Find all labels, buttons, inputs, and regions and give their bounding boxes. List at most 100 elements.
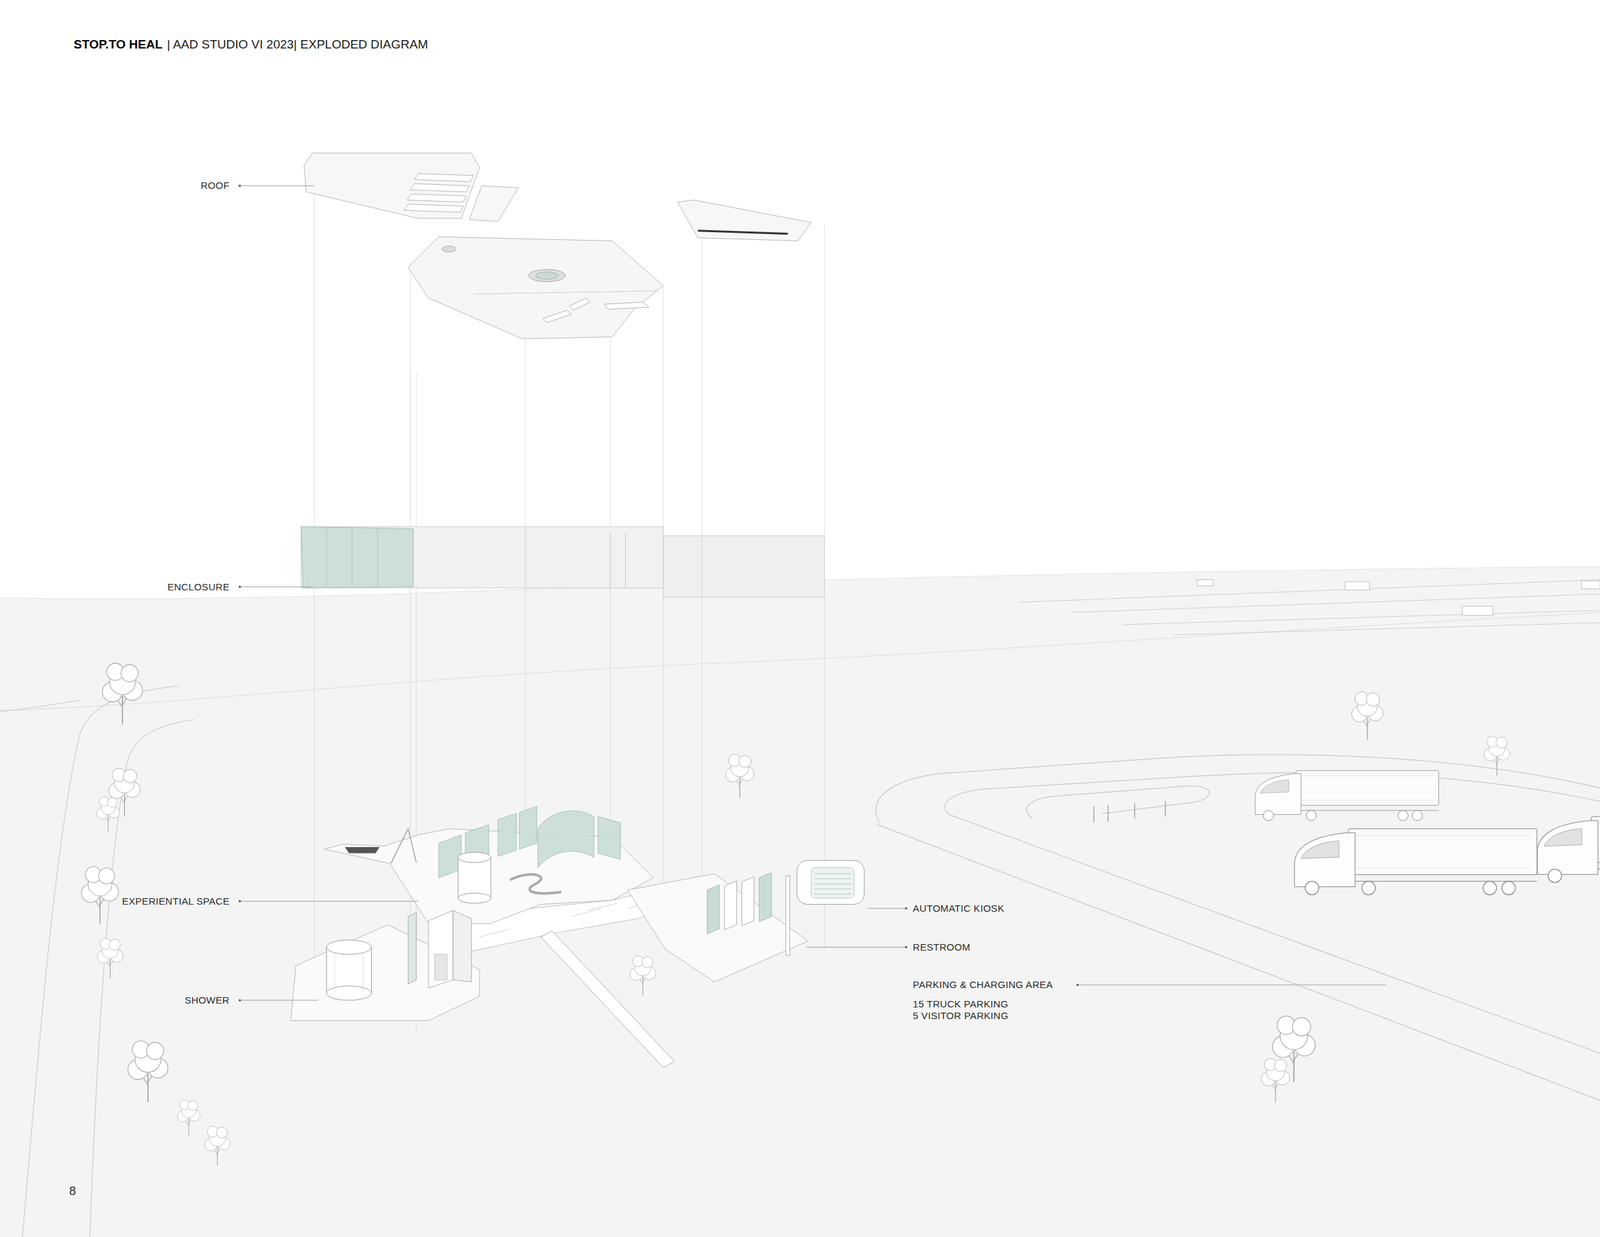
part-label: AUTOMATIC KIOSK — [910, 901, 1006, 915]
label-holder: SHOWER — [182, 993, 232, 1007]
trees-part — [1261, 1058, 1290, 1103]
roof-right-part — [677, 199, 812, 241]
roof-middle-part — [569, 298, 591, 311]
roof-left-part — [303, 153, 480, 219]
leader-lines-part — [239, 185, 315, 187]
parking-road-part — [875, 754, 1600, 823]
part-label: ENCLOSURE — [165, 580, 232, 594]
leader-lines-part — [238, 899, 241, 902]
charging-posts — [1093, 800, 1165, 823]
leader-lines-part — [238, 585, 241, 588]
label-holder: RESTROOM — [910, 940, 973, 954]
page-subtitle: | AAD STUDIO VI 2023| EXPLODED DIAGRAM — [166, 37, 428, 52]
trees-part — [204, 1125, 231, 1165]
roof-middle-part — [535, 272, 559, 280]
enclosure-part — [701, 535, 703, 598]
left-road — [0, 685, 194, 1237]
restroom-part — [707, 885, 720, 935]
restroom-part — [724, 880, 737, 930]
charging-posts-part — [1133, 802, 1136, 819]
experiential-space-part — [438, 834, 462, 878]
label-holder: 8 — [67, 1183, 79, 1200]
walkway-part — [541, 930, 675, 1068]
leader-lines-part — [905, 945, 907, 948]
part-label: ROOF — [198, 179, 232, 192]
distant-trucks — [1197, 579, 1600, 616]
experiential-space-part — [458, 892, 492, 904]
experiential-space-part — [497, 813, 516, 856]
shower-part — [434, 954, 447, 980]
truck — [1254, 770, 1439, 821]
trees-part — [97, 938, 124, 978]
parking-road — [875, 754, 1600, 1101]
roof-left-part — [414, 173, 474, 182]
part-label: PARKING & CHARGING AREA — [910, 978, 1056, 992]
page-title: STOP.TO HEAL — [73, 37, 163, 52]
scene — [0, 153, 1600, 1237]
restroom-part — [627, 873, 809, 982]
roof-left-part — [469, 185, 519, 222]
leader-lines-part — [806, 946, 907, 948]
experiential-space — [324, 806, 653, 924]
enclosure-part — [524, 526, 526, 588]
restroom-part — [758, 872, 772, 922]
projection-lines-part — [409, 263, 411, 1010]
experiential-space-part — [345, 846, 381, 853]
charging-posts-part — [1107, 804, 1109, 822]
restroom — [627, 872, 809, 982]
leader-lines-part — [239, 999, 319, 1001]
roof-left-part — [404, 204, 464, 213]
automatic-kiosk-part — [814, 873, 852, 875]
highway-part — [1122, 610, 1600, 625]
distant-trucks-part — [1462, 606, 1493, 616]
highway-part — [1020, 579, 1600, 603]
trees-part — [96, 796, 120, 832]
parking-count-note: 15 TRUCK PARKING 5 VISITOR PARKING — [910, 997, 1034, 1023]
shower-part — [334, 952, 335, 993]
leader-lines-part — [905, 906, 907, 909]
automatic-kiosk-part — [814, 888, 852, 889]
shower-part — [326, 985, 372, 1001]
projection-lines — [314, 163, 825, 1032]
trees-part — [102, 663, 143, 725]
roof-middle-part — [543, 310, 572, 323]
walkway-part — [479, 928, 511, 937]
trees — [81, 663, 1511, 1166]
leader-lines-part — [239, 900, 419, 902]
enclosure-part — [377, 528, 379, 587]
label-holder: ROOF — [198, 179, 232, 192]
trees-part — [177, 1099, 200, 1135]
highway-part — [1173, 622, 1600, 635]
page-number: 8 — [67, 1183, 79, 1200]
leader-lines-part — [1076, 983, 1079, 986]
shower-part — [453, 910, 472, 982]
parking-road-part — [949, 814, 1600, 1054]
experiential-space-part — [510, 874, 562, 893]
label-holder: EXPERIENTIAL SPACE — [120, 894, 232, 908]
enclosure-part — [351, 527, 353, 587]
distant-trucks-part — [1197, 579, 1214, 586]
automatic-kiosk-part — [814, 893, 852, 895]
projection-lines-part — [701, 204, 703, 960]
label-holder: ENCLOSURE — [165, 580, 232, 594]
title-row: STOP.TO HEAL| AAD STUDIO VI 2023| EXPLOD… — [73, 37, 428, 52]
experiential-space-part — [458, 852, 492, 863]
trees-part — [128, 1040, 169, 1103]
walkway-part — [586, 903, 618, 911]
truck — [1537, 816, 1600, 883]
shower-part — [407, 912, 417, 984]
walkway-part — [571, 908, 602, 917]
roof-middle-part — [407, 236, 664, 339]
shower-part — [428, 910, 454, 988]
parking-road-part — [877, 824, 1600, 1100]
roof-middle-part — [528, 269, 566, 282]
distant-trucks-part — [1581, 580, 1600, 589]
experiential-space-part — [391, 828, 417, 864]
automatic-kiosk — [797, 860, 865, 905]
experiential-space-part — [458, 857, 492, 898]
enclosure-part — [663, 535, 825, 598]
roof-left — [303, 153, 518, 222]
left-road-part — [89, 719, 194, 1237]
leader-lines-part — [238, 184, 241, 187]
